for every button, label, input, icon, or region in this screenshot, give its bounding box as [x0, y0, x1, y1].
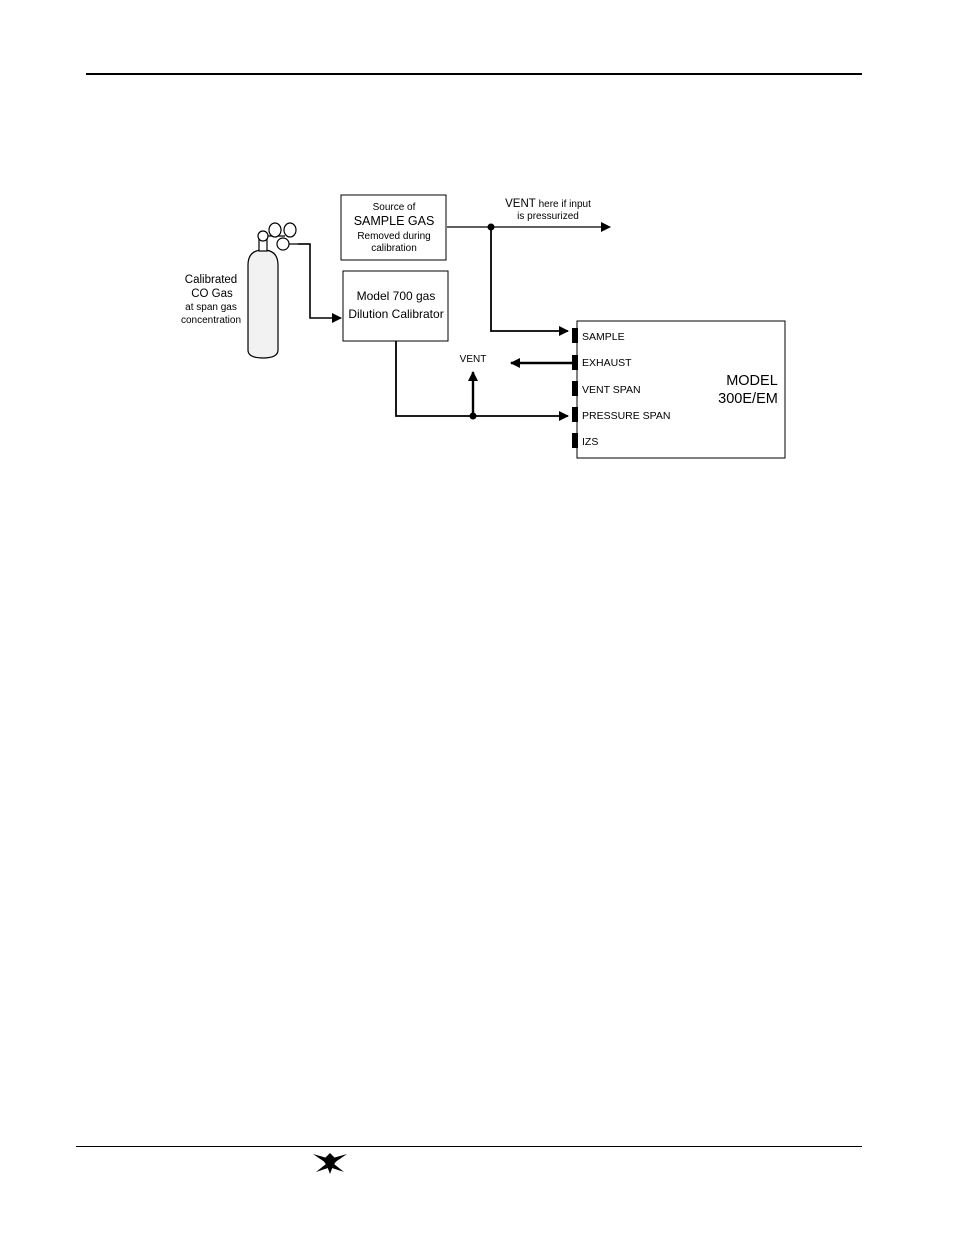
- calibrator-line1: Model 700 gas: [357, 289, 436, 303]
- dilution-calibrator-box: [343, 271, 448, 341]
- analyzer-title-line2: 300E/EM: [718, 391, 778, 407]
- sample-source-line2: SAMPLE GAS: [354, 214, 435, 228]
- sample-source-line1: Source of: [373, 202, 416, 213]
- cylinder-label-line4: concentration: [181, 315, 241, 326]
- port-label-sample: SAMPLE: [582, 331, 625, 343]
- port-exhaust: [572, 355, 578, 370]
- port-sample: [572, 328, 578, 343]
- port-label-pressure-span: PRESSURE SPAN: [582, 410, 671, 422]
- company-logo: [313, 1153, 347, 1174]
- port-label-exhaust: EXHAUST: [582, 357, 632, 369]
- vent-top-rest: here if input: [536, 199, 591, 210]
- port-izs: [572, 433, 578, 448]
- vent-top-bold: VENT: [505, 198, 536, 210]
- port-vent-span: [572, 381, 578, 396]
- sample-source-line4: calibration: [371, 243, 417, 254]
- vent-mid-label: VENT: [460, 354, 487, 365]
- junction-dot-bottom: [470, 413, 477, 420]
- calibrator-line2: Dilution Calibrator: [348, 307, 443, 321]
- cylinder-label-line1: Calibrated: [185, 274, 237, 286]
- line-cylinder-to-calibrator: [298, 244, 341, 318]
- junction-dot-top: [488, 224, 495, 231]
- vent-top-label-line1: VENT here if input: [505, 198, 591, 210]
- cylinder-label-line3: at span gas: [185, 302, 237, 313]
- port-label-vent-span: VENT SPAN: [582, 384, 641, 396]
- vent-top-label-line2: is pressurized: [517, 211, 579, 222]
- sample-source-line3: Removed during: [357, 231, 430, 242]
- line-calibrator-to-pressure-span: [396, 341, 568, 416]
- analyzer-title-line1: MODEL: [726, 373, 778, 389]
- line-to-sample-port: [491, 227, 568, 331]
- port-label-izs: IZS: [582, 436, 598, 448]
- cylinder-label-line2: CO Gas: [191, 288, 233, 300]
- port-pressure-span: [572, 407, 578, 422]
